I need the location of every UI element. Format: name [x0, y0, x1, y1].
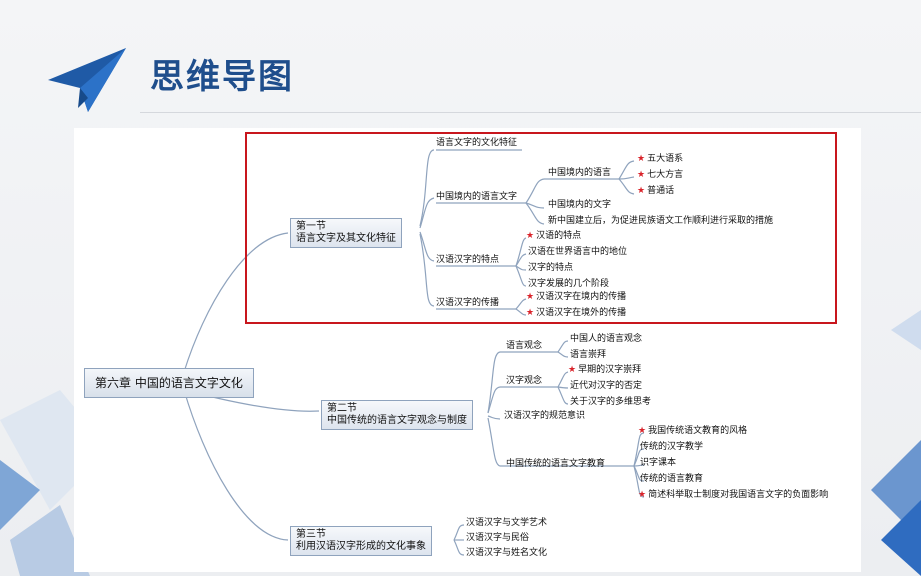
root-label: 第六章 中国的语言文字文化 [95, 376, 243, 390]
sec2-branch-standardization: 汉语汉字的规范意识 [504, 411, 586, 421]
star-icon: ★ [638, 426, 647, 436]
sec2-leaf-language-worship: 语言崇拜 [570, 350, 607, 360]
sec1-leaf-chinese-features: ★汉语的特点 [526, 231, 582, 241]
sec2-leaf-multidimensional: 关于汉字的多维思考 [570, 397, 652, 407]
sec3-leaf-folk-customs: 汉语汉字与民俗 [466, 533, 530, 543]
sec1-leaf-dialects: ★七大方言 [637, 170, 684, 180]
sec1-leaf-languages-in-china: 中国境内的语言 [548, 168, 612, 178]
title-divider [140, 112, 921, 113]
star-icon: ★ [526, 231, 535, 241]
section1-number: 第一节 [296, 221, 326, 232]
sec2-leaf-character-teaching: 传统的汉字教学 [640, 442, 704, 452]
root-node: 第六章 中国的语言文字文化 [84, 368, 254, 398]
sec3-leaf-names: 汉语汉字与姓名文化 [466, 548, 548, 558]
section1-title: 语言文字及其文化特征 [296, 233, 396, 244]
star-icon: ★ [526, 308, 535, 318]
sec2-leaf-keju-impact: ★简述科举取士制度对我国语言文字的负面影响 [638, 490, 829, 500]
sec1-leaf-overseas-spread: ★汉语汉字在境外的传播 [526, 308, 627, 318]
sec1-leaf-policies: 新中国建立后，为促进民族语文工作顺利进行采取的措施 [548, 216, 774, 226]
sec1-leaf-development-stages: 汉字发展的几个阶段 [528, 279, 610, 289]
section1-node: 第一节 语言文字及其文化特征 [290, 218, 402, 248]
sec1-branch-spread: 汉语汉字的传播 [436, 298, 500, 308]
sec1-leaf-world-status: 汉语在世界语言中的地位 [528, 247, 628, 257]
highlight-frame [245, 132, 837, 324]
sec2-leaf-chinese-language-concept: 中国人的语言观念 [570, 334, 643, 344]
sec1-leaf-domestic-spread: ★汉语汉字在境内的传播 [526, 292, 627, 302]
sec3-leaf-literature-art: 汉语汉字与文学艺术 [466, 518, 548, 528]
slide-title: 思维导图 [150, 57, 294, 97]
section2-node: 第二节 中国传统的语言文字观念与制度 [321, 400, 473, 430]
section3-number: 第三节 [296, 529, 326, 540]
sec2-leaf-language-education: 传统的语言教育 [640, 474, 704, 484]
sec2-branch-education: 中国传统的语言文字教育 [506, 459, 606, 469]
section3-title: 利用汉语汉字形成的文化事象 [296, 541, 426, 552]
sec1-leaf-putonghua: ★普通话 [637, 186, 675, 196]
section2-number: 第二节 [327, 403, 357, 414]
star-icon: ★ [637, 170, 646, 180]
sec1-branch-culture: 语言文字的文化特征 [436, 138, 518, 148]
sec1-leaf-character-features: 汉字的特点 [528, 263, 574, 273]
sec2-branch-language-concept: 语言观念 [506, 341, 543, 351]
star-icon: ★ [637, 186, 646, 196]
sec1-branch-languages: 中国境内的语言文字 [436, 192, 518, 202]
sec2-leaf-early-worship: ★早期的汉字崇拜 [568, 365, 642, 375]
star-icon: ★ [568, 365, 577, 375]
sec2-leaf-modern-negation: 近代对汉字的否定 [570, 381, 643, 391]
star-icon: ★ [526, 292, 535, 302]
star-icon: ★ [638, 490, 647, 500]
decor-right-shapes [871, 310, 921, 576]
sec2-leaf-primers: 识字课本 [640, 458, 677, 468]
sec1-leaf-scripts: 中国境内的文字 [548, 200, 612, 210]
mindmap-canvas: 第六章 中国的语言文字文化 第一节 语言文字及其文化特征 语言文字的文化特征 中… [74, 128, 861, 572]
mindmap-connectors [183, 149, 645, 556]
sec2-branch-character-concept: 汉字观念 [506, 376, 543, 386]
sec1-leaf-language-families: ★五大语系 [637, 154, 684, 164]
sec1-branch-features: 汉语汉字的特点 [436, 255, 500, 265]
section3-node: 第三节 利用汉语汉字形成的文化事象 [290, 526, 432, 556]
section2-title: 中国传统的语言文字观念与制度 [327, 415, 467, 426]
paper-plane-icon [48, 48, 126, 112]
sec2-leaf-education-style: ★我国传统语文教育的风格 [638, 426, 748, 436]
star-icon: ★ [637, 154, 646, 164]
